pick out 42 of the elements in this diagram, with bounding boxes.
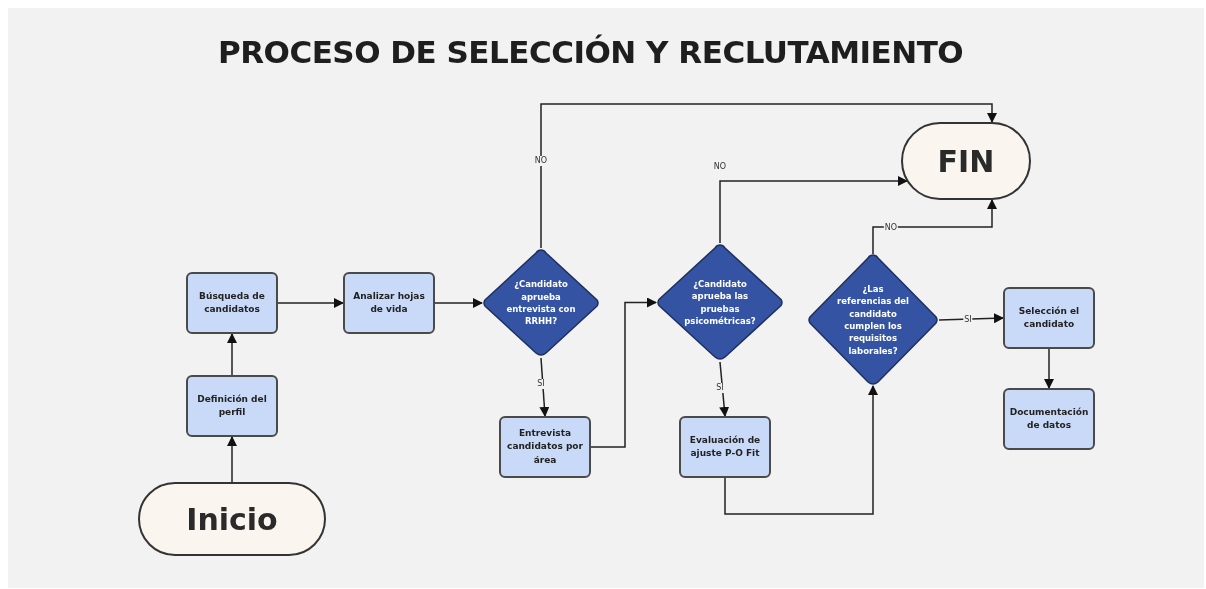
decision-question: ¿Las referencias del candidato cumplen los requisitos laborales? (836, 283, 910, 357)
process-box (343, 272, 435, 334)
arrow (434, 298, 483, 308)
edge-label: SI (963, 315, 973, 325)
edge-label: NO (712, 162, 728, 172)
arrow (719, 361, 730, 417)
process-label: Selección el candidato (1017, 304, 1081, 331)
process-label: Búsqueda de candidatos (198, 289, 266, 316)
decision-diamond (806, 253, 940, 387)
decision-diamond (655, 243, 785, 362)
process-box (1003, 388, 1095, 450)
process-box (1003, 287, 1095, 349)
edge-label: NO (883, 223, 899, 233)
arrow (539, 357, 550, 417)
decision-question: ¿Candidato aprueba entrevista con RRHH? (505, 278, 577, 328)
terminal-label: FIN (937, 143, 995, 179)
arrow (938, 313, 1004, 324)
process-box (499, 416, 591, 478)
title: PROCESO DE SELECCIÓN Y RECLUTAMIENTO (218, 34, 964, 70)
decision-diamond (481, 248, 601, 358)
arrow (277, 298, 344, 308)
process-box (679, 416, 771, 478)
process-label: Definición del perfil (196, 392, 268, 419)
arrow (227, 333, 237, 376)
process-label: Analizar hojas de vida (352, 289, 426, 316)
edge-label: SI (715, 383, 725, 393)
process-label: Entrevista candidatos por área (506, 427, 584, 467)
arrow (590, 297, 657, 448)
arrow (872, 199, 997, 255)
process-box (186, 375, 278, 437)
arrow (724, 385, 878, 515)
edge-label: NO (533, 156, 549, 166)
process-box (186, 272, 278, 334)
arrow (719, 176, 908, 244)
terminal-label: Inicio (186, 501, 278, 537)
process-label: Documentación de datos (1008, 405, 1090, 432)
arrow (540, 103, 997, 249)
edge-label: SI (536, 379, 546, 389)
process-label: Evaluación de ajuste P-O Fit (688, 433, 762, 460)
arrow (1044, 348, 1054, 389)
arrow (227, 436, 237, 483)
decision-question: ¿Candidato aprueba las pruebas psicométricas? (683, 277, 757, 328)
